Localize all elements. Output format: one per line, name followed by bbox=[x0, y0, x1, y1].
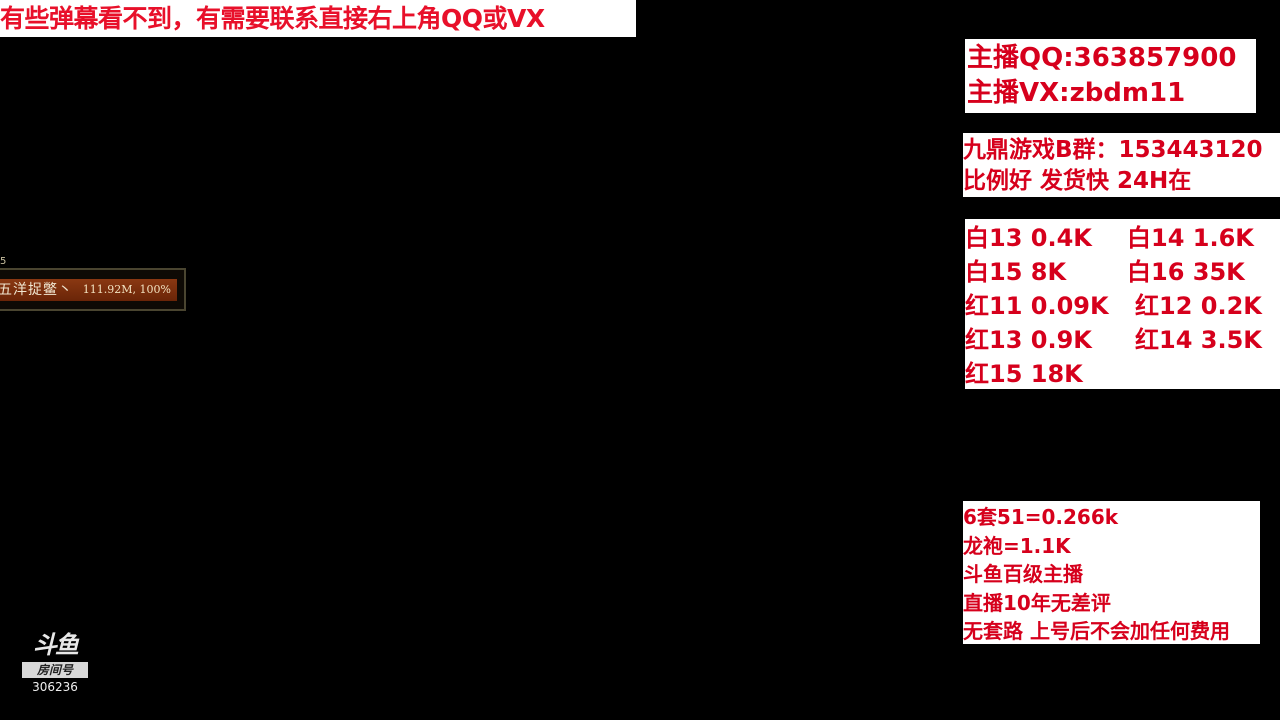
price-cell: 红12 0.2K bbox=[1135, 292, 1262, 320]
price-row: 红13 0.9K 红14 3.5K bbox=[965, 323, 1280, 357]
info-line: 斗鱼百级主播 bbox=[963, 562, 1083, 586]
item-stat: 111.92M, 100% bbox=[82, 283, 171, 296]
price-cell: 白16 35K bbox=[1127, 258, 1245, 286]
price-cell: 白13 0.4K bbox=[965, 224, 1092, 252]
price-cell: 红11 0.09K bbox=[965, 292, 1109, 320]
top-banner: 有些弹幕看不到，有需要联系直接右上角QQ或VX bbox=[0, 0, 636, 37]
room-id: 306236 bbox=[32, 680, 78, 694]
streamer-vx: 主播VX:zbdm11 bbox=[967, 78, 1186, 108]
douyu-watermark: 斗鱼 房间号 306236 bbox=[20, 630, 90, 696]
price-cell: 红13 0.9K bbox=[965, 326, 1092, 354]
price-cell: 白14 1.6K bbox=[1127, 224, 1254, 252]
price-cell: 红14 3.5K bbox=[1135, 326, 1262, 354]
price-list-panel: 白13 0.4K 白14 1.6K 白15 8K 白16 35K 红11 0.0… bbox=[965, 219, 1280, 389]
info-line: 无套路 上号后不会加任何费用 bbox=[963, 619, 1230, 643]
info-panel: 6套51=0.266k 龙袍=1.1K 斗鱼百级主播 直播10年无差评 无套路 … bbox=[963, 501, 1260, 644]
contact-panel: 主播QQ:363857900 主播VX:zbdm11 bbox=[965, 39, 1256, 113]
group-slogan: 比例好 发货快 24H在 bbox=[963, 168, 1192, 194]
price-row: 白15 8K 白16 35K bbox=[965, 255, 1280, 289]
item-name: 五洋捉鳖丶 bbox=[0, 282, 73, 298]
price-cell: 白15 8K bbox=[965, 258, 1067, 286]
douyu-logo-icon: 斗鱼 bbox=[33, 631, 79, 659]
group-number: 九鼎游戏B群：153443120 bbox=[963, 137, 1263, 163]
item-bar: 五洋捉鳖丶 111.92M, 100% bbox=[0, 279, 177, 301]
streamer-qq: 主播QQ:363857900 bbox=[967, 43, 1237, 73]
room-label: 房间号 bbox=[22, 662, 88, 678]
game-item-tooltip: 五洋捉鳖丶 111.92M, 100% bbox=[0, 268, 186, 311]
price-row: 白13 0.4K 白14 1.6K bbox=[965, 221, 1280, 255]
price-row: 红15 18K bbox=[965, 357, 1280, 391]
info-line: 龙袍=1.1K bbox=[963, 533, 1071, 558]
price-row: 红11 0.09K 红12 0.2K bbox=[965, 289, 1280, 323]
group-panel: 九鼎游戏B群：153443120 比例好 发货快 24H在 bbox=[963, 133, 1280, 197]
price-cell: 红15 18K bbox=[965, 360, 1083, 388]
info-line: 直播10年无差评 bbox=[963, 590, 1111, 615]
tip-corner-label: 5 bbox=[0, 256, 7, 267]
info-line: 6套51=0.266k bbox=[963, 505, 1119, 529]
